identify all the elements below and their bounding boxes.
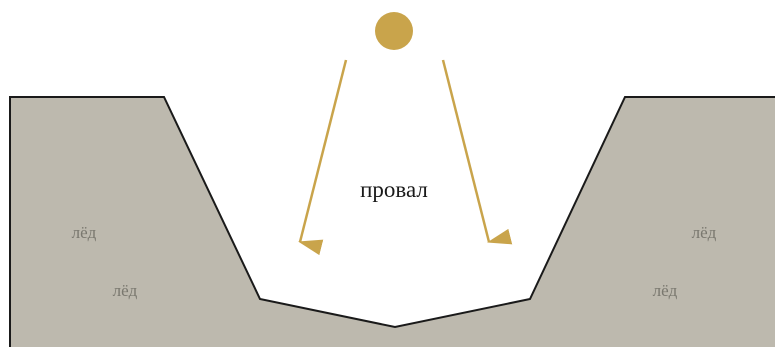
gap-label: провал xyxy=(360,177,428,202)
ice-label-left-upper: лёд xyxy=(72,223,97,242)
light-ray-left xyxy=(300,60,346,242)
ice-label-right-upper: лёд xyxy=(692,223,717,242)
ice-label-left-lower: лёд xyxy=(113,281,138,300)
light-ray-right xyxy=(443,60,489,242)
ice-label-right-lower: лёд xyxy=(653,281,678,300)
sun-icon xyxy=(375,12,413,50)
ice-body xyxy=(10,97,775,347)
